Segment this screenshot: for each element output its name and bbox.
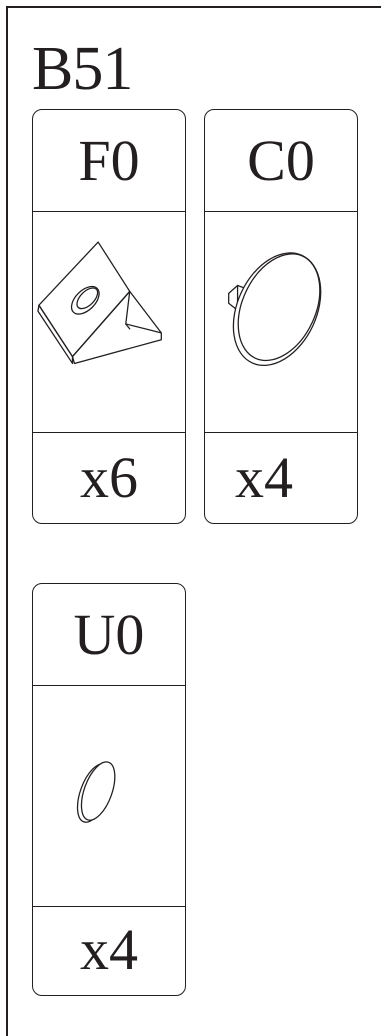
parts-sheet: B51 [6,6,381,1036]
round-cap-icon [228,252,322,367]
part-illustration [33,685,185,907]
part-quantity: x4 [80,917,138,982]
sheet-title: B51 [32,35,133,103]
wedge-bracket-icon [37,241,162,365]
part-card-c0: C0 x4 [204,109,358,524]
part-code: C0 [205,110,357,212]
part-illustration [205,211,357,433]
part-quantity: x6 [80,445,138,510]
part-illustration [33,211,185,433]
part-card-f0: F0 x6 [32,109,186,524]
part-quantity: x4 [235,445,293,510]
part-code: F0 [33,110,185,212]
part-code: U0 [33,584,185,686]
part-card-u0: U0 x4 [32,583,186,996]
felt-pad-icon [76,761,116,823]
